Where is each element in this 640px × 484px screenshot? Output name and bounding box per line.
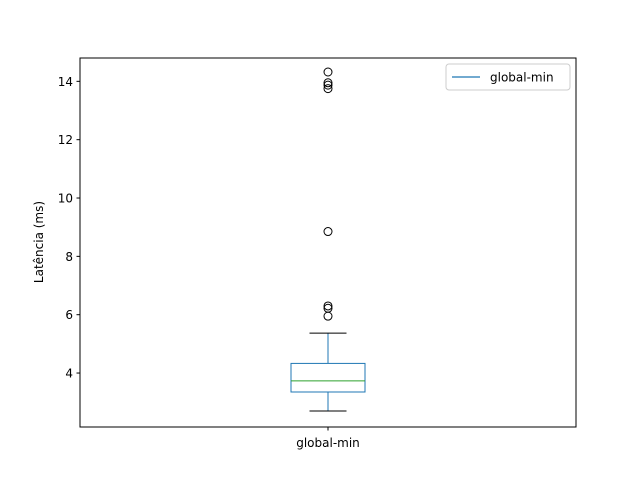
outlier-point [323,84,333,94]
legend-box [445,63,571,91]
legend: global-min [445,63,571,91]
y-axis-label: Latência (ms) [32,201,46,283]
y-tick-label: 12 [58,133,73,147]
iqr-box [290,362,366,393]
outlier-point [323,303,333,313]
legend-label: global-min [490,71,554,85]
outlier-point [323,301,333,311]
plot-area [80,58,576,427]
y-tick-label: 10 [58,192,73,206]
y-tick-label: 8 [65,250,73,264]
outlier-point [323,78,333,88]
outlier-point [323,227,333,237]
y-tick-label: 6 [65,308,73,322]
outlier-point [323,80,333,90]
y-tick-label: 4 [65,367,73,381]
x-tick-label: global-min [296,436,360,450]
y-tick-label: 14 [58,75,73,89]
outlier-point [323,67,333,77]
